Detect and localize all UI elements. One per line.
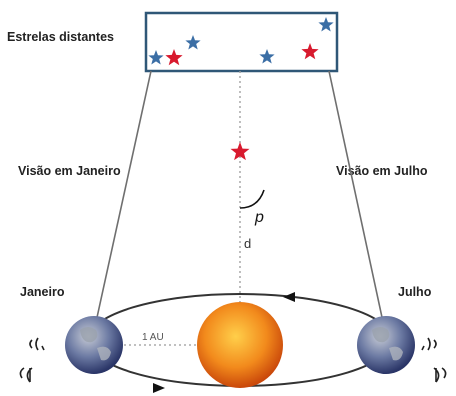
sight-line-july bbox=[328, 70, 384, 323]
earth-july bbox=[357, 316, 415, 374]
sun bbox=[197, 302, 283, 388]
orbit-arrow-top bbox=[283, 292, 295, 302]
distant-stars-frame bbox=[144, 11, 339, 73]
red-star bbox=[301, 43, 319, 60]
blue-star bbox=[185, 35, 201, 50]
earth-january bbox=[65, 316, 123, 374]
sight-line-january bbox=[95, 70, 152, 323]
orbit-arrow-bottom bbox=[153, 383, 165, 393]
january-label: Janeiro bbox=[20, 285, 65, 299]
rotation-marks-right bbox=[421, 337, 447, 383]
rotation-marks-left bbox=[19, 337, 45, 383]
nearby-star bbox=[230, 142, 250, 161]
distance-label: d bbox=[244, 236, 251, 251]
blue-star bbox=[148, 50, 164, 65]
blue-star bbox=[318, 17, 334, 32]
july-label: Julho bbox=[398, 285, 432, 299]
view-january-label: Visão em Janeiro bbox=[18, 164, 121, 178]
parallax-angle-label: p bbox=[254, 209, 264, 226]
distant-stars-label: Estrelas distantes bbox=[7, 30, 114, 44]
red-star bbox=[165, 49, 183, 66]
parallax-angle-arc bbox=[239, 189, 265, 209]
view-july-label: Visão em Julho bbox=[336, 164, 428, 178]
blue-star bbox=[259, 49, 275, 64]
au-label: 1 AU bbox=[142, 332, 164, 343]
